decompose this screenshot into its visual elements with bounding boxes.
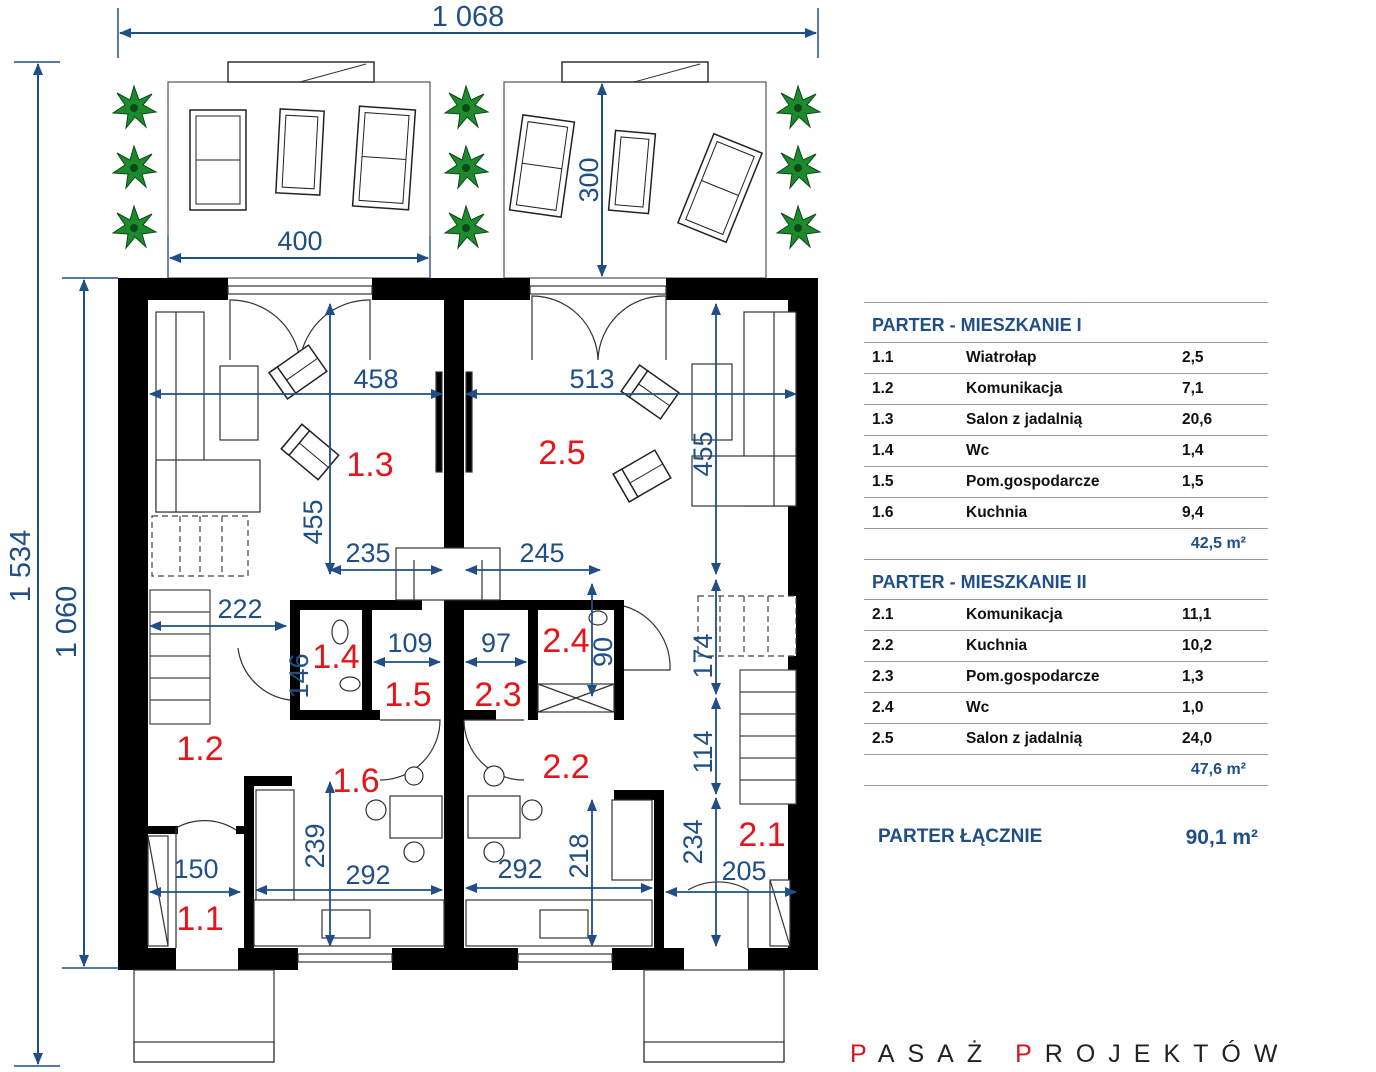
grand-total: PARTER ŁĄCZNIE 90,1 m² (864, 786, 1268, 850)
walls (118, 278, 818, 970)
room-2-4: 2.4 (542, 622, 589, 660)
dim-245: 245 (519, 538, 564, 568)
grand-total-label: PARTER ŁĄCZNIE (878, 826, 1043, 847)
dim-90: 90 (588, 637, 618, 667)
dim-222: 222 (217, 594, 262, 624)
dim-455-left: 455 (298, 499, 328, 544)
room-numbers: 1.3 2.5 1.4 2.4 1.5 2.3 1.2 1.6 2.2 2.1 … (176, 434, 785, 938)
dim-513: 513 (569, 364, 614, 394)
room-1-4: 1.4 (312, 638, 359, 676)
dim-109: 109 (387, 628, 432, 658)
openings (133, 285, 785, 1063)
total-height-label: 1 534 (5, 530, 37, 603)
room-1-5: 1.5 (384, 676, 431, 714)
total-width-label: 1 068 (432, 1, 505, 33)
terrace-depth-label: 300 (574, 157, 604, 202)
terrace-width-label: 400 (277, 226, 322, 256)
dim-114: 114 (688, 730, 718, 773)
brand-logo: PASAŻ PROJEKTÓW (850, 1040, 1291, 1068)
dim-234: 234 (678, 819, 708, 864)
dim-455-right: 455 (688, 431, 718, 476)
terrace-right: 300 (503, 61, 767, 279)
dim-235: 235 (345, 538, 390, 568)
room-2-5: 2.5 (538, 434, 585, 472)
room-1-2: 1.2 (176, 730, 223, 768)
dim-total-width: 1 068 (117, 1, 819, 58)
room-1-6: 1.6 (332, 762, 379, 800)
dim-205: 205 (721, 856, 766, 886)
terrace-left: 400 (167, 61, 431, 282)
room-2-2: 2.2 (542, 748, 589, 786)
grand-total-value: 90,1 m² (1185, 826, 1258, 849)
dim-218: 218 (564, 833, 594, 878)
inner-dimension-labels: 458 513 455 455 235 245 222 109 97 90 14… (173, 364, 766, 890)
dim-174: 174 (688, 633, 718, 678)
body-height-label: 1 060 (51, 586, 83, 659)
inner-dimensions (149, 303, 797, 947)
dim-292-right: 292 (497, 854, 542, 884)
dim-292-left: 292 (345, 860, 390, 890)
floor-plan: 1 068 1 534 1 060 400 300 (5, 1, 821, 1067)
dim-458: 458 (353, 364, 398, 394)
room-2-3: 2.3 (474, 676, 521, 714)
room-2-1: 2.1 (738, 816, 785, 854)
dim-150: 150 (173, 854, 218, 884)
dim-body-height: 1 060 (51, 277, 118, 969)
dim-146: 146 (284, 653, 314, 698)
room-1-3: 1.3 (346, 446, 393, 484)
dim-total-height: 1 534 (5, 61, 60, 1067)
apt1-title: PARTER - MIESZKANIE I (864, 302, 1268, 342)
room-1-1: 1.1 (176, 900, 223, 938)
apt1-total: 42,5 m² (864, 528, 1268, 560)
apt2-title: PARTER - MIESZKANIE II (872, 572, 1087, 592)
dim-239: 239 (300, 823, 330, 868)
apt2-total: 47,6 m² (864, 754, 1268, 786)
dim-97: 97 (481, 628, 511, 658)
